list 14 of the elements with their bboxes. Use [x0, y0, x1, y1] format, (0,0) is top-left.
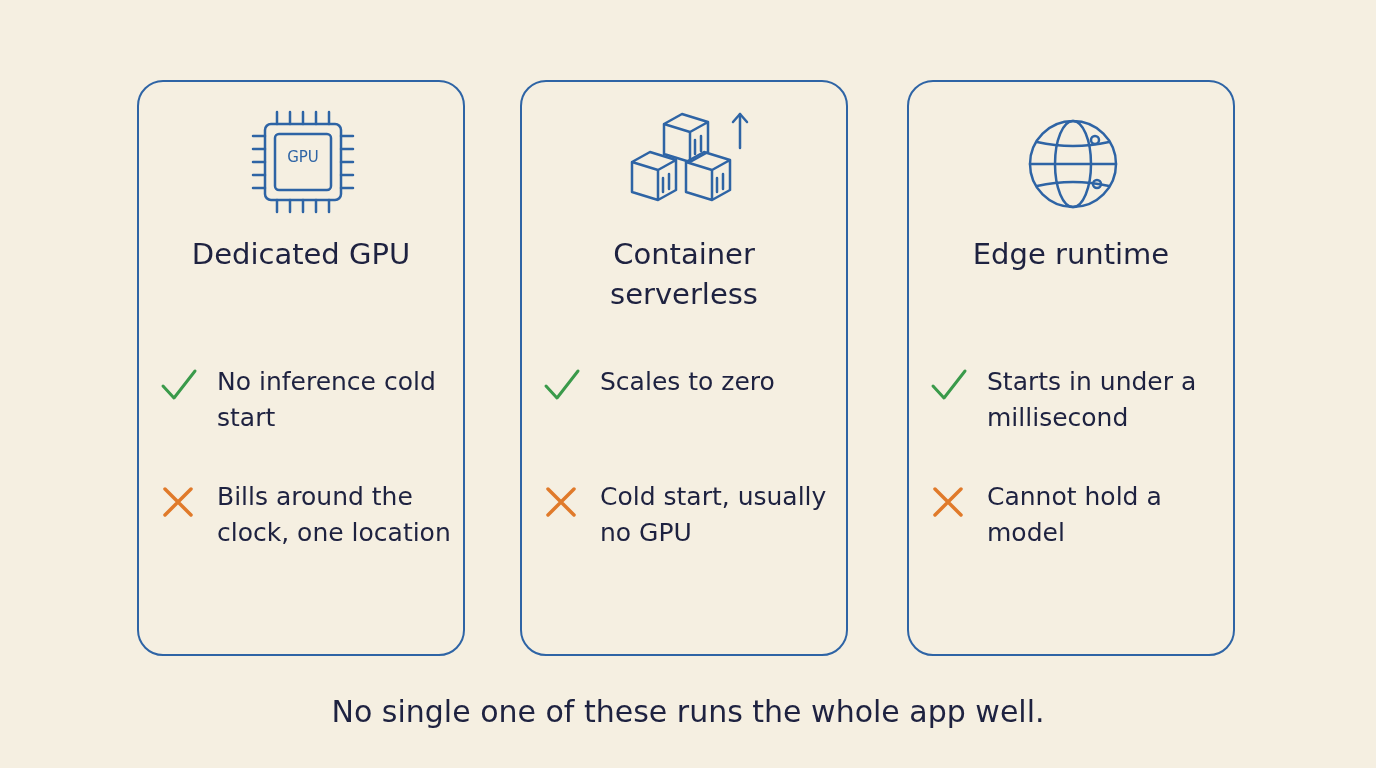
pro-text: No inference cold start — [217, 366, 437, 434]
card-heading: Edge runtime — [971, 236, 1171, 273]
pro-text: Starts in under a millisecond — [987, 366, 1198, 434]
option-card — [520, 80, 848, 656]
pro-text: Scales to zero — [600, 366, 776, 398]
chip-label: GPU — [286, 148, 320, 166]
con-text: Cannot hold a model — [987, 481, 1163, 549]
card-heading: Container serverless — [609, 236, 759, 313]
caption: No single one of these runs the whole app well. — [330, 694, 1046, 729]
con-text: Bills around the clock, one location — [217, 481, 452, 549]
con-text: Cold start, usually no GPU — [600, 481, 828, 549]
option-card — [137, 80, 465, 656]
option-card — [907, 80, 1235, 656]
card-heading: Dedicated GPU — [190, 236, 412, 273]
